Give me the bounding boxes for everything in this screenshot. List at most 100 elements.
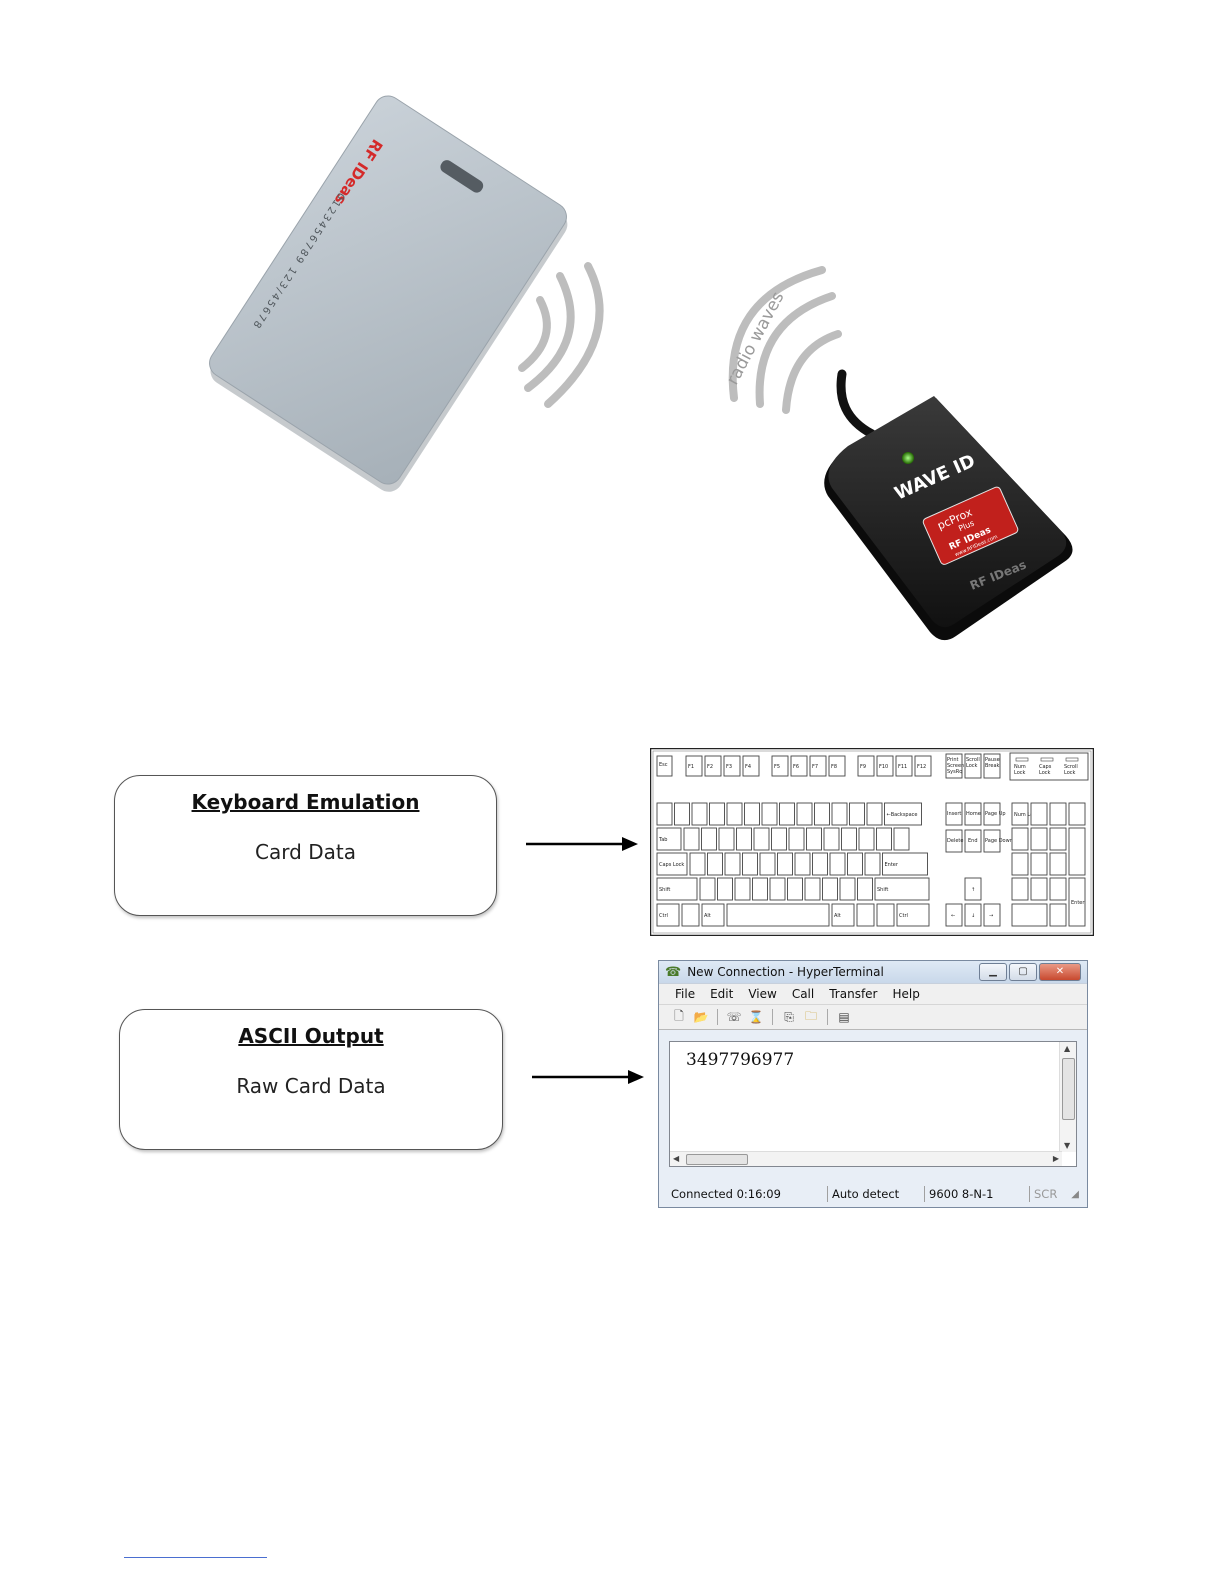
- menu-help[interactable]: Help: [887, 987, 929, 1001]
- key: [865, 853, 880, 875]
- key-left-win: [682, 904, 699, 926]
- key: [867, 803, 882, 825]
- scroll-right-icon[interactable]: ▶: [1053, 1154, 1059, 1163]
- minimize-button[interactable]: ▁: [979, 963, 1007, 981]
- svg-text:F3: F3: [726, 764, 732, 770]
- svg-text:→: →: [989, 913, 993, 919]
- key-f12: F12: [915, 756, 931, 776]
- key: [788, 878, 803, 900]
- status-bar: Connected 0:16:09 Auto detect 9600 8-N-1…: [667, 1185, 1079, 1203]
- key: [842, 828, 857, 850]
- key-f10: F10: [877, 756, 893, 776]
- hyperterminal-app-icon: ☎: [665, 965, 681, 980]
- toolbar: 🗋 📂 ☏ ⌛ ⎘ 🗀 ▤: [659, 1004, 1087, 1030]
- svg-text:Esc: Esc: [659, 762, 668, 768]
- key-caps-lock: Caps Lock: [657, 853, 687, 875]
- svg-text:Enter: Enter: [1071, 900, 1085, 906]
- menu-edit[interactable]: Edit: [704, 987, 742, 1001]
- key: [858, 878, 873, 900]
- svg-text:Ctrl: Ctrl: [659, 913, 668, 919]
- window-title: New Connection - HyperTerminal: [687, 965, 884, 979]
- menu-view[interactable]: View: [742, 987, 785, 1001]
- svg-text:↑: ↑: [971, 887, 975, 893]
- scroll-up-icon[interactable]: ▲: [1064, 1044, 1070, 1053]
- key: [830, 853, 845, 875]
- resize-grip-icon[interactable]: ◢: [1071, 1189, 1079, 1200]
- arrow-to-terminal: [530, 1065, 646, 1089]
- receive-icon[interactable]: 🗀: [803, 1009, 819, 1025]
- rfid-card: RF IDeas 0123456789 123/45678: [201, 91, 576, 498]
- svg-text:Enter: Enter: [885, 862, 899, 868]
- key: [1012, 878, 1028, 900]
- status-detect: Auto detect: [828, 1186, 925, 1202]
- key: [700, 878, 715, 900]
- lock-label: Lock: [1014, 770, 1026, 776]
- open-folder-icon[interactable]: 📂: [693, 1009, 709, 1025]
- key: [1050, 828, 1066, 850]
- maximize-button[interactable]: ▢: [1009, 963, 1037, 981]
- new-file-icon[interactable]: 🗋: [671, 1009, 687, 1025]
- svg-text:F5: F5: [774, 764, 780, 770]
- key: [719, 828, 734, 850]
- menu-file[interactable]: File: [669, 987, 704, 1001]
- key-left-alt: Alt: [702, 904, 724, 926]
- scroll-left-icon[interactable]: ◀: [673, 1154, 679, 1163]
- lock-label: Lock: [1039, 770, 1051, 776]
- menu-call[interactable]: Call: [786, 987, 823, 1001]
- send-icon[interactable]: ⎘: [781, 1009, 797, 1025]
- svg-text:Alt: Alt: [834, 913, 841, 919]
- key: [1031, 878, 1047, 900]
- key-tab: Tab: [657, 828, 681, 850]
- key-left-shift: Shift: [657, 878, 697, 900]
- key: [848, 853, 863, 875]
- rfid-reader: WAVE ID pcProx Plus RF IDeas www.RFIDeas…: [824, 374, 1072, 640]
- key: [823, 878, 838, 900]
- svg-text:←: ←: [951, 913, 955, 919]
- key-right-ctrl: Ctrl: [897, 904, 929, 926]
- key: [1050, 878, 1066, 900]
- terminal-area[interactable]: 3497796977 ▲ ▼ ◀ ▶: [669, 1041, 1077, 1167]
- key: [815, 803, 830, 825]
- key-num-plus: [1069, 828, 1085, 875]
- key: [770, 878, 785, 900]
- disconnect-icon[interactable]: ⌛: [748, 1009, 764, 1025]
- menu-transfer[interactable]: Transfer: [823, 987, 886, 1001]
- key-f3: F3: [724, 756, 740, 776]
- key: [850, 803, 865, 825]
- key: [1050, 853, 1066, 875]
- key-num-0: [1012, 904, 1047, 926]
- key: [805, 878, 820, 900]
- key-f8: F8: [829, 756, 845, 776]
- call-icon[interactable]: ☏: [726, 1009, 742, 1025]
- svg-text:Caps Lock: Caps Lock: [659, 862, 684, 868]
- key: [1050, 803, 1066, 825]
- lock-indicators: NumLockCapsLockScrollLock: [1010, 753, 1088, 780]
- key-f1: F1: [686, 756, 702, 776]
- key: [780, 803, 795, 825]
- svg-text:F6: F6: [793, 764, 799, 770]
- key: [824, 828, 839, 850]
- key: [718, 878, 733, 900]
- key: [692, 803, 707, 825]
- svg-text:F2: F2: [707, 764, 713, 770]
- scroll-down-icon[interactable]: ▼: [1064, 1141, 1070, 1150]
- vertical-scroll-thumb[interactable]: [1062, 1058, 1075, 1120]
- key: [877, 828, 892, 850]
- key-num-enter: Enter: [1069, 878, 1085, 926]
- system-keys: PrintScreenSysRqScrollLockPauseBreak: [946, 754, 1000, 778]
- close-button[interactable]: ✕: [1039, 963, 1081, 981]
- key-space: [727, 904, 829, 926]
- vertical-scrollbar[interactable]: ▲ ▼: [1059, 1042, 1076, 1152]
- key-backspace: ←Backspace: [885, 803, 922, 825]
- key: [737, 828, 752, 850]
- svg-text:Break: Break: [985, 763, 1000, 769]
- key: [795, 853, 810, 875]
- key: [1069, 803, 1085, 825]
- svg-text:←Backspace: ←Backspace: [887, 812, 918, 818]
- window-titlebar[interactable]: ☎ New Connection - HyperTerminal ▁ ▢ ✕: [659, 961, 1087, 983]
- horizontal-scroll-thumb[interactable]: [686, 1154, 748, 1165]
- toolbar-separator: [827, 1009, 828, 1025]
- properties-icon[interactable]: ▤: [836, 1009, 852, 1025]
- horizontal-scrollbar[interactable]: ◀ ▶: [670, 1151, 1062, 1166]
